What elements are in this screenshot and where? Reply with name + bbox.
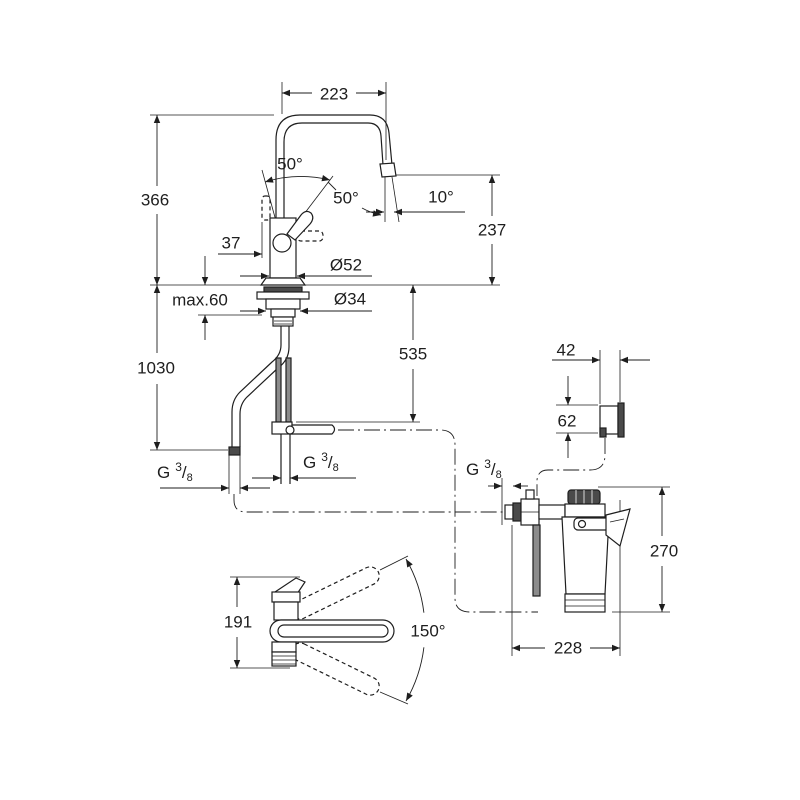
label-holder-depth: 535 [399,345,427,364]
label-overall-height: 366 [141,191,169,210]
swivel-limit-line-upper [379,555,409,571]
lever-pivot [272,233,292,253]
mounting-plate [256,291,310,300]
label-mounting-hole: Ø34 [334,290,366,309]
hose-holder-arm [291,424,336,435]
spout-outer-contour [275,114,393,218]
routing-line-control-cable [536,438,606,496]
bracket-detail [609,518,625,523]
lever-ghost-vertical [261,195,271,221]
plan-spout-outer [269,619,395,643]
mounting-assembly [256,286,310,327]
plan-view: 191 150° [224,555,446,705]
thread-prefix: G [466,460,479,479]
label-lever-angle-side: 50° [333,189,359,208]
faucet-base [259,277,307,286]
hose-holder-clip [285,425,295,435]
routing-lines [233,429,606,613]
thread-denominator: 8 [496,469,502,481]
thread-slash: / [182,463,187,482]
dim-swivel-arc-upper [405,558,425,613]
lever [286,210,314,241]
plan-threaded-stud [271,651,297,667]
elevation-dimension-lines [153,89,496,450]
filter-connector [538,504,566,520]
connection-leaders [160,474,356,492]
swivel-limit-line-lower [379,691,409,705]
label-lever-offset: 37 [222,234,241,253]
filter-head [564,503,606,518]
extension-line-tilt-slanted [391,176,400,223]
supply-hose-hot [285,357,292,423]
supply-hose-cold [275,357,282,423]
filter-bottom-band [564,593,606,613]
routing-line-pullout-hose [233,494,505,513]
pullout-hose-outer [231,326,282,447]
thread-prefix: G [303,453,316,472]
label-box-width: 42 [557,341,576,360]
spout-nozzle [379,162,397,178]
label-counter-thickness: max.60 [172,291,228,310]
label-hose-length: 1030 [137,359,175,378]
thread-denominator: 8 [187,472,193,484]
inlet-thread [512,502,522,522]
plan-spout-inner [277,624,389,638]
label-swivel-angle: 150° [410,622,445,641]
plan-body-upper [273,601,299,621]
plan-body-lower [271,641,297,653]
mounting-sleeve [265,298,301,310]
thread-numerator: 3 [321,450,328,464]
label-filter-height: 270 [650,542,678,561]
elevation-extension-lines [150,82,500,451]
thread-slash: / [328,453,333,472]
hoses [228,326,336,494]
strap-bolt [577,519,587,529]
faucet [259,114,397,286]
routing-line-holder [338,429,538,613]
spout-ghost-upper [290,566,380,620]
label-filter-width: 228 [554,639,582,658]
pullout-hose-fitting [228,446,241,456]
wall-bracket [605,508,631,548]
thread-numerator: 3 [484,457,491,471]
dim-lever-angle-top-arc [264,175,331,183]
label-spout-reach: 223 [320,85,348,104]
inlet-fitting [504,504,514,520]
label-spout-tilt: 10° [428,188,454,207]
elevation-view: 223 366 50° 50° 10° 237 37 Ø52 max.60 Ø3… [137,82,506,494]
thread-slash: / [491,460,496,479]
label-plan-depth: 191 [224,613,252,632]
thread-denominator: 8 [333,462,339,474]
spout-inner-contour [283,122,384,218]
pullout-hose-inner [239,326,290,447]
label-lever-angle-top: 50° [277,155,303,174]
dim-lever-angle-side-arc [361,207,382,217]
outlet-tube [532,524,541,597]
control-box-view: 42 62 [552,341,650,458]
valve-stem [525,489,535,500]
label-box-height: 62 [558,412,577,431]
thread-numerator: 3 [175,460,182,474]
control-box-plug [599,427,607,438]
threaded-stud [272,316,294,327]
dim-swivel-arc-lower [405,647,425,702]
thread-prefix: G [157,463,170,482]
spout-ghost-lower [290,642,380,696]
label-base-diameter: Ø52 [330,256,362,275]
label-outlet-height: 237 [478,221,506,240]
plan-lever-base [271,591,301,603]
mounting-nut [263,286,303,293]
mounting-shank [270,308,296,318]
dim-lever-angle-side-lead [327,181,337,191]
control-box-mount-plate [617,402,625,438]
